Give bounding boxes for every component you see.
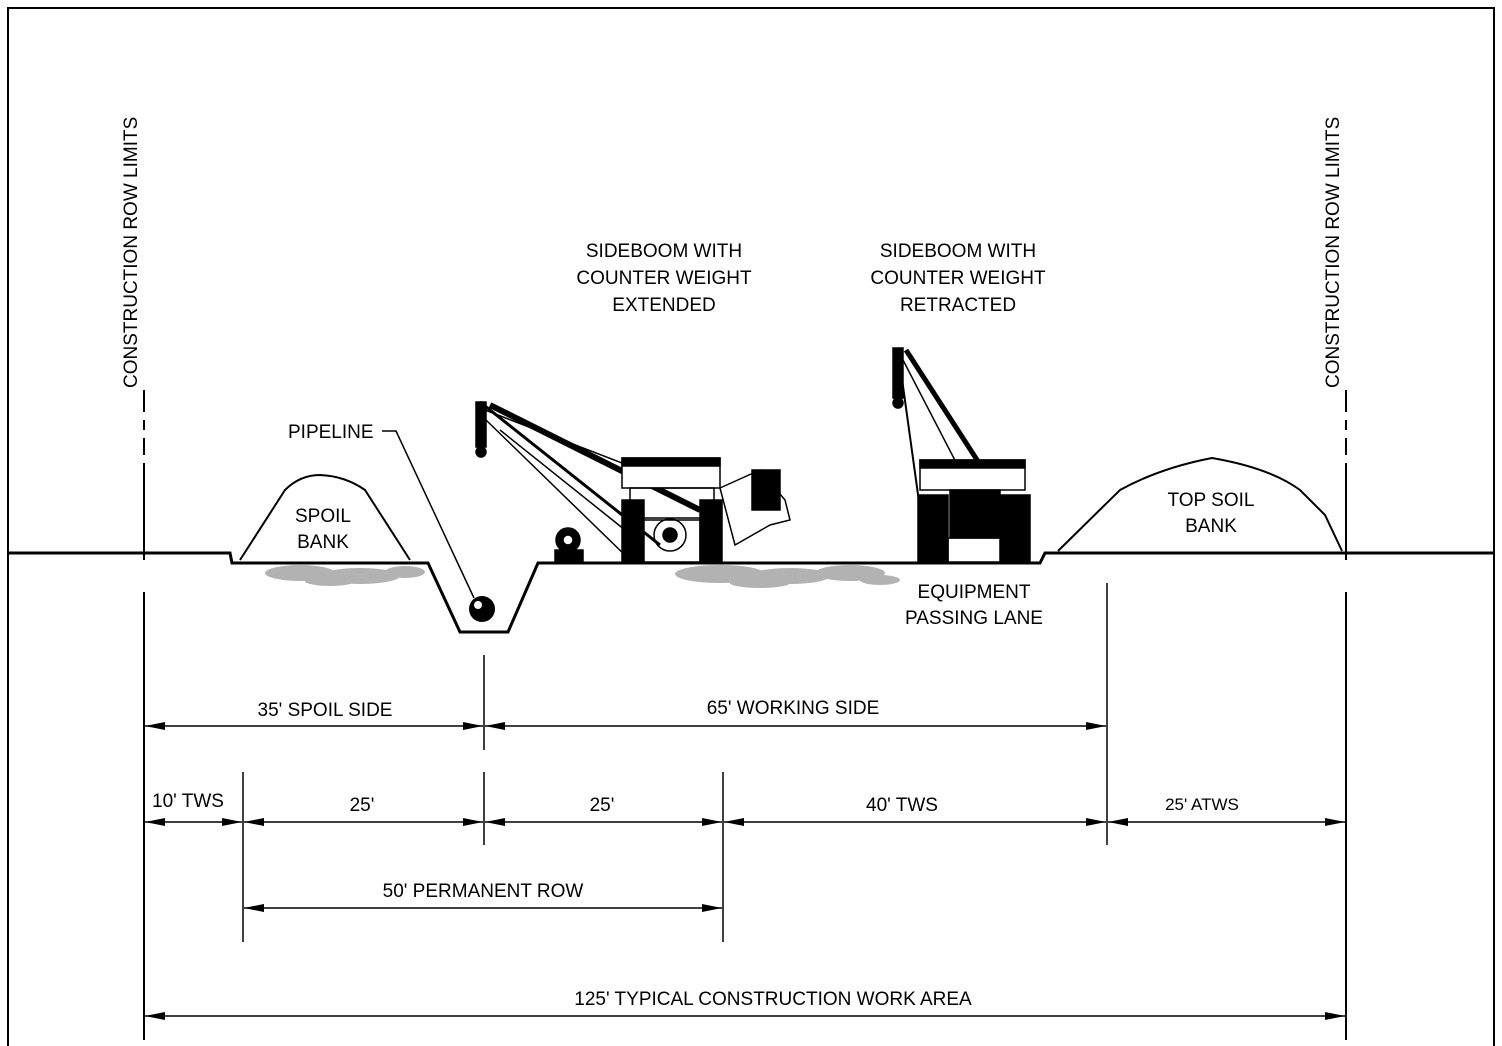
perm-25-b-label: 25' [590,795,615,816]
svg-text:PASSING LANE: PASSING LANE [905,608,1043,629]
svg-text:SIDEBOOM WITH: SIDEBOOM WITH [586,241,742,262]
dimension-extension-lines [242,583,1108,942]
svg-text:EQUIPMENT: EQUIPMENT [918,582,1031,603]
dimension-lines [145,722,1345,1020]
pipeline-label: PIPELINE [288,422,374,443]
tws-10-label: 10' TWS [152,791,224,812]
pipeline-leader [382,430,475,599]
sideboom-retracted [892,347,1031,563]
spoil-bank-mound [239,473,411,561]
permanent-row-label: 50' PERMANENT ROW [383,881,584,902]
sideboom-extended-label: SIDEBOOM WITH COUNTER WEIGHT EXTENDED [576,241,752,316]
atws-25-label: 25' ATWS [1165,795,1239,814]
spoil-bank-label: SPOIL BANK [295,506,351,553]
svg-text:RETRACTED: RETRACTED [900,295,1016,316]
sideboom-retracted-label: SIDEBOOM WITH COUNTER WEIGHT RETRACTED [870,241,1046,316]
drawing-border [7,7,1495,1046]
working-side-label: 65' WORKING SIDE [707,698,880,719]
top-soil-bank-label: TOP SOIL BANK [1168,490,1255,537]
row-limits-label-left: CONSTRUCTION ROW LIMITS [121,117,142,388]
top-soil-bank-mound [1057,456,1343,552]
svg-text:TOP SOIL: TOP SOIL [1168,490,1255,511]
svg-text:COUNTER WEIGHT: COUNTER WEIGHT [576,268,752,289]
perm-25-a-label: 25' [350,795,375,816]
svg-text:SIDEBOOM WITH: SIDEBOOM WITH [880,241,1036,262]
passing-lane-label: EQUIPMENT PASSING LANE [905,582,1043,629]
spoil-side-label: 35' SPOIL SIDE [258,700,393,721]
svg-text:BANK: BANK [1185,516,1237,537]
typical-area-label: 125' TYPICAL CONSTRUCTION WORK AREA [574,989,972,1010]
sideboom-extended [475,400,791,563]
svg-text:COUNTER WEIGHT: COUNTER WEIGHT [870,268,1046,289]
svg-text:SPOIL: SPOIL [295,506,351,527]
soil-texture [265,565,900,588]
tws-40-label: 40' TWS [866,795,938,816]
svg-text:BANK: BANK [297,532,349,553]
pipe-reel [554,527,584,563]
pipeline-pipe [469,596,495,622]
svg-text:EXTENDED: EXTENDED [612,295,715,316]
row-limits-label-right: CONSTRUCTION ROW LIMITS [1323,117,1344,388]
ground-profile [8,551,1494,634]
